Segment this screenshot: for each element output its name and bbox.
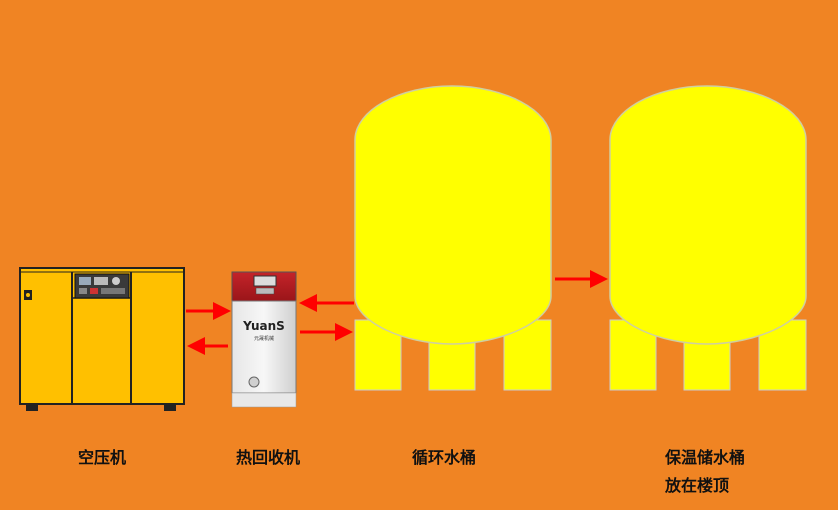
- air-compressor: [19, 267, 185, 411]
- brand-logo: YuanS: [242, 319, 285, 333]
- brand-logo-sub: 元晟机械: [254, 335, 274, 342]
- label-circulation-tank: 循环水桶: [412, 448, 477, 467]
- label-air-compressor: 空压机: [78, 448, 127, 467]
- storage-tank: [609, 85, 807, 391]
- heat-recovery-unit: YuanS 元晟机械 昆山元晟机械有限公司: [231, 271, 297, 408]
- circulation-tank: [354, 85, 552, 391]
- heat-recovery-gauge-icon: [248, 376, 260, 388]
- label-storage-tank: 保温储水桶: [665, 448, 746, 467]
- label-storage-tank-location: 放在楼顶: [665, 476, 730, 495]
- flow-arrows: [186, 270, 608, 355]
- label-heat-recovery: 热回收机: [236, 448, 301, 467]
- heat-recovery-display: [253, 275, 277, 287]
